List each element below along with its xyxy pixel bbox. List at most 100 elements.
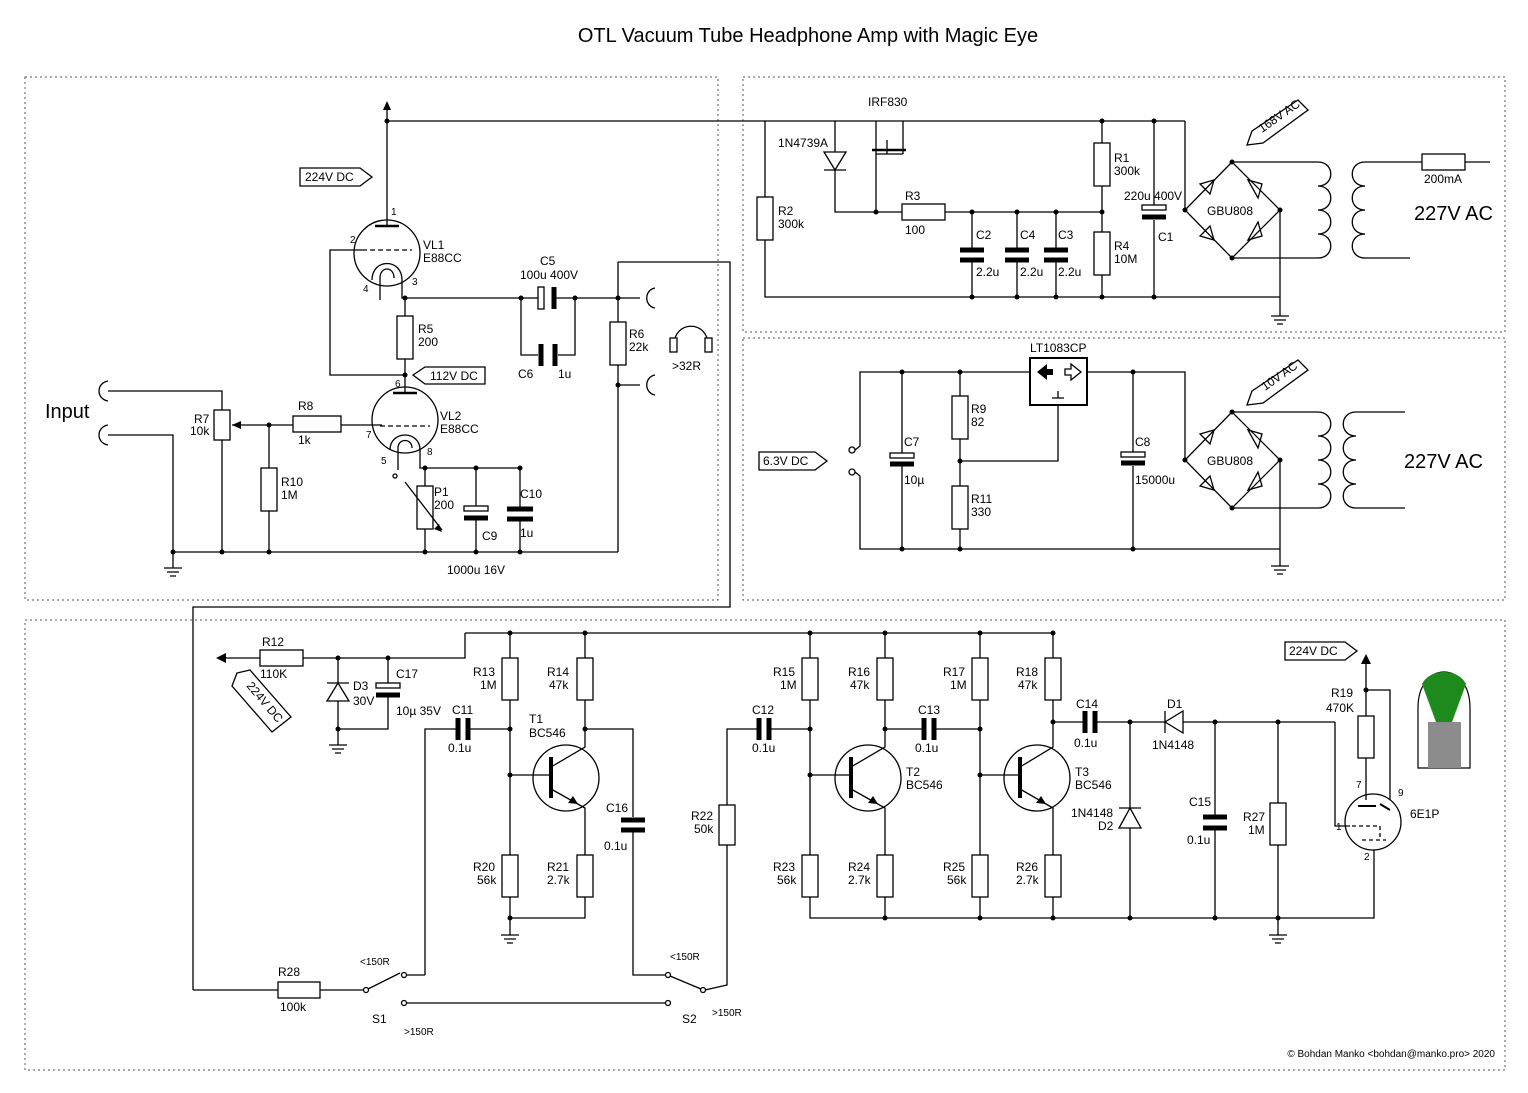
svg-text:>150R: >150R: [404, 1027, 434, 1038]
svg-text:227V AC: 227V AC: [1404, 451, 1483, 473]
svg-text:0.1u: 0.1u: [752, 741, 775, 755]
svg-text:C8: C8: [1135, 435, 1151, 449]
svg-text:10µ 35V: 10µ 35V: [396, 704, 441, 718]
hv-psu-section: IRF830 1N4739A R2 300k R3 100 C2 2.2u: [756, 95, 1493, 325]
tube-vl2: 6 7 5 8 VL2 E88CC: [366, 379, 479, 467]
svg-text:R23: R23: [773, 860, 795, 874]
capacitor-c1: [1141, 204, 1167, 211]
svg-text:R10: R10: [281, 475, 303, 489]
fuse: [1421, 153, 1466, 171]
svg-text:9: 9: [1398, 788, 1404, 799]
svg-text:C6: C6: [518, 367, 534, 381]
svg-text:1M: 1M: [1248, 823, 1265, 837]
diode-d2: 1N4148 D2: [1071, 722, 1143, 918]
svg-text:112V DC: 112V DC: [430, 369, 478, 383]
svg-text:30V: 30V: [353, 694, 374, 708]
lv-psu-section: 6.3V DC C7 10µ R9 82 R11 330: [758, 341, 1483, 575]
svg-text:D3: D3: [353, 679, 369, 693]
diode-d1: D1 1N4148: [1152, 697, 1194, 752]
resistor-r16: [876, 657, 894, 701]
resistor-r27: [1269, 802, 1287, 846]
svg-text:GBU808: GBU808: [1207, 454, 1253, 468]
svg-text:470K: 470K: [1326, 701, 1354, 715]
svg-text:R3: R3: [905, 189, 921, 203]
svg-text:D1: D1: [1167, 697, 1183, 711]
flag-6-3v-dc: 6.3V DC: [758, 451, 829, 471]
svg-text:47k: 47k: [850, 678, 870, 692]
svg-text:R13: R13: [473, 665, 495, 679]
svg-text:8: 8: [427, 447, 433, 458]
svg-text:6.3V DC: 6.3V DC: [763, 454, 809, 468]
resistor-r14: [576, 657, 594, 701]
svg-text:200mA: 200mA: [1424, 172, 1462, 186]
svg-text:R25: R25: [943, 860, 965, 874]
svg-text:7: 7: [1356, 780, 1362, 791]
svg-text:100u 400V: 100u 400V: [520, 268, 578, 282]
svg-text:IRF830: IRF830: [868, 95, 908, 109]
flag-224v-dc-top: 224V DC: [299, 167, 374, 187]
svg-text:C7: C7: [904, 435, 920, 449]
svg-text:C14: C14: [1076, 697, 1098, 711]
svg-text:R26: R26: [1016, 860, 1038, 874]
magic-eye-icon: [1417, 671, 1471, 769]
svg-text:10k: 10k: [190, 424, 210, 438]
svg-text:6E1P: 6E1P: [1410, 807, 1439, 821]
svg-text:1u: 1u: [520, 526, 533, 540]
capacitor-c9: [463, 505, 489, 512]
resistor-r21: [576, 854, 594, 898]
svg-text:C2: C2: [976, 228, 992, 242]
svg-text:R1: R1: [1114, 151, 1130, 165]
svg-text:50k: 50k: [694, 822, 714, 836]
resistor-r3: [901, 203, 946, 221]
svg-text:VL2: VL2: [440, 409, 462, 423]
flag-112v-dc: 112V DC: [411, 366, 486, 385]
svg-text:0.1u: 0.1u: [915, 741, 938, 755]
resistor-r19: [1357, 715, 1375, 759]
svg-text:0.1u: 0.1u: [604, 839, 627, 853]
svg-text:P1: P1: [434, 485, 449, 499]
svg-text:2.2u: 2.2u: [976, 265, 999, 279]
svg-text:224V DC: 224V DC: [244, 679, 286, 726]
svg-text:220u 400V: 220u 400V: [1124, 189, 1182, 203]
svg-text:100: 100: [905, 223, 925, 237]
svg-text:224V DC: 224V DC: [305, 170, 354, 184]
svg-text:S2: S2: [682, 1012, 697, 1026]
svg-text:300k: 300k: [778, 217, 805, 231]
svg-text:R17: R17: [943, 665, 965, 679]
switch-s1[interactable]: <150R S1 >150R: [360, 957, 434, 1038]
svg-text:2: 2: [1364, 852, 1370, 863]
bridge-rectifier-lv: GBU808: [1182, 409, 1283, 511]
svg-text:C9: C9: [482, 529, 498, 543]
switch-s2[interactable]: <150R S2 >150R: [664, 952, 742, 1026]
svg-text:BC546: BC546: [529, 726, 566, 740]
svg-text:C5: C5: [540, 254, 556, 268]
svg-text:7: 7: [366, 430, 372, 441]
lv-psu-section-box: [742, 337, 1506, 601]
svg-text:10V AC: 10V AC: [1259, 358, 1301, 393]
tube-6e1p: 7 9 1 2 6E1P: [1336, 780, 1439, 863]
svg-text:C4: C4: [1020, 228, 1036, 242]
svg-text:200: 200: [434, 498, 454, 512]
svg-text:T3: T3: [1075, 765, 1089, 779]
svg-text:C17: C17: [396, 667, 418, 681]
svg-text:R18: R18: [1016, 665, 1038, 679]
resistor-r12: [259, 649, 304, 667]
svg-text:R24: R24: [848, 860, 870, 874]
svg-text:C12: C12: [752, 703, 774, 717]
resistor-r22: [718, 804, 736, 846]
svg-text:300k: 300k: [1114, 164, 1141, 178]
svg-text:1: 1: [391, 207, 397, 218]
resistor-r25: [971, 854, 989, 898]
svg-text:56k: 56k: [477, 873, 497, 887]
svg-text:C16: C16: [606, 801, 628, 815]
svg-text:47k: 47k: [1018, 678, 1038, 692]
svg-text:0.1u: 0.1u: [1187, 833, 1210, 847]
svg-text:C3: C3: [1058, 228, 1074, 242]
svg-text:330: 330: [971, 505, 991, 519]
svg-text:R16: R16: [848, 665, 870, 679]
resistor-r23: [801, 854, 819, 898]
svg-text:T1: T1: [529, 712, 543, 726]
svg-text:1k: 1k: [298, 433, 312, 447]
svg-text:<150R: <150R: [670, 952, 700, 963]
svg-text:200: 200: [418, 335, 438, 349]
